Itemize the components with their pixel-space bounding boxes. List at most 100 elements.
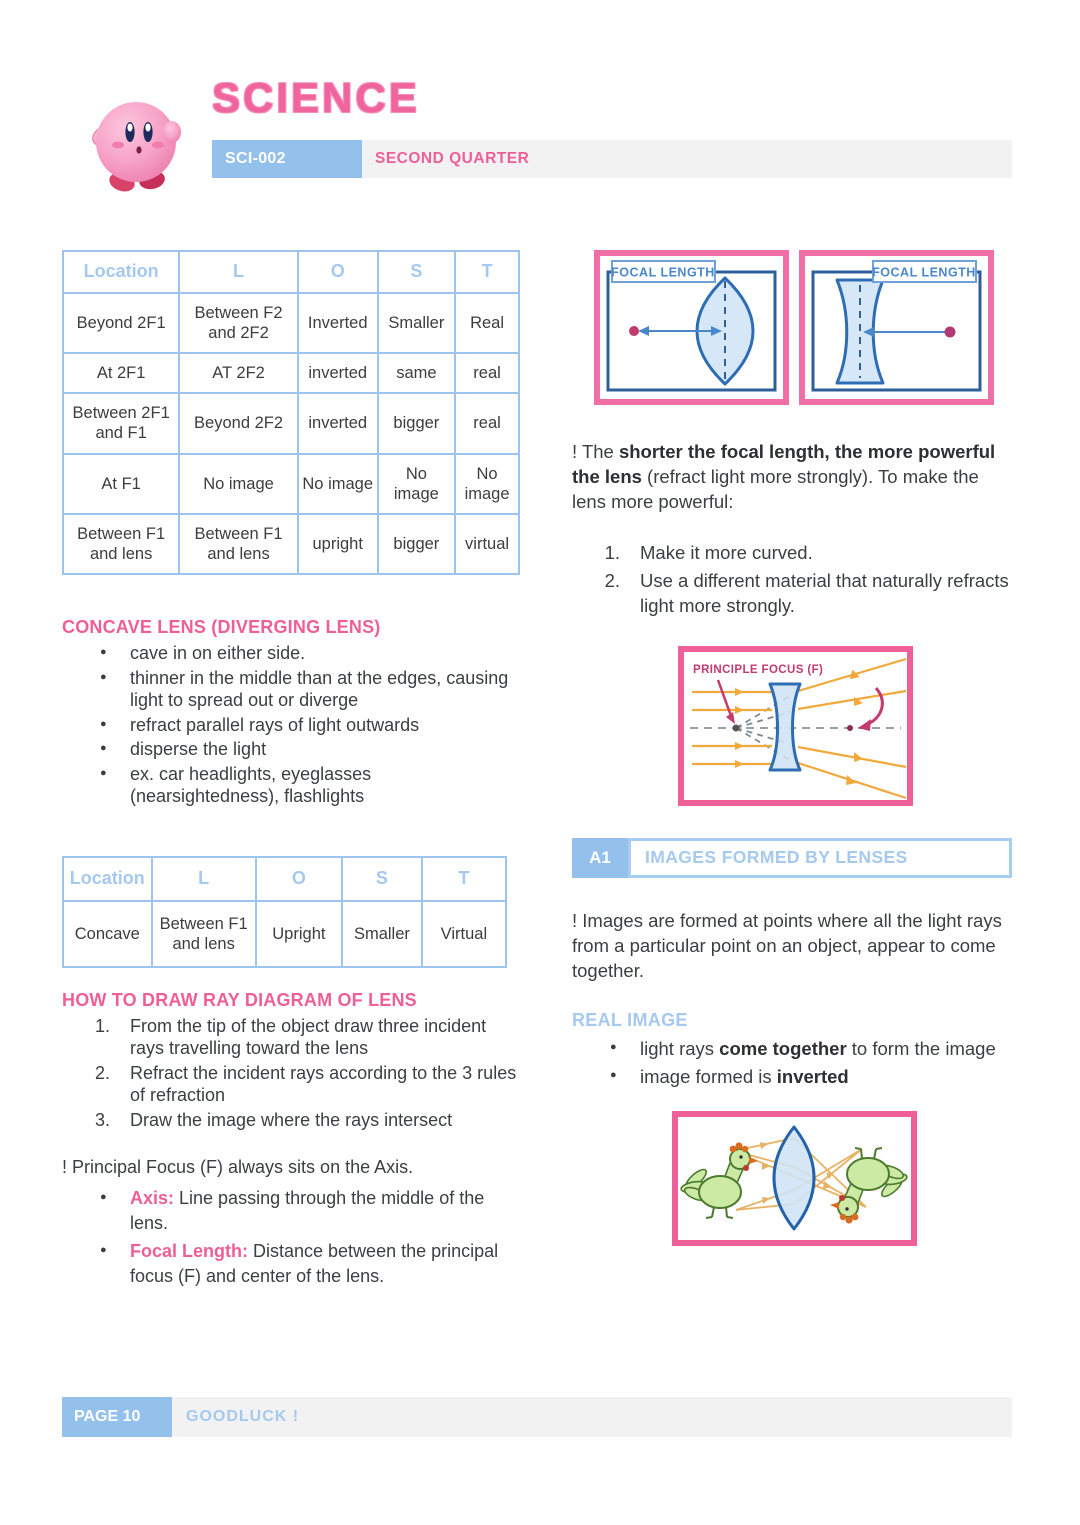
convex-lens-shape [772,1125,816,1231]
table-cell: Virtual [420,899,508,968]
left-column: Location L O S T Beyond 2F1 Between F2 a… [61,250,520,1291]
concave-lens-shape [835,278,885,385]
list-item: Draw the image where the rays intersect [80,1109,453,1131]
real-image-heading: REAL IMAGE [572,1010,688,1031]
ray-arrowhead [735,741,744,750]
table-cell: Between F2 and 2F2 [178,291,299,355]
ray-diagram-heading: HOW TO DRAW RAY DIAGRAM OF LENS [62,989,417,1010]
kirby-eye-highlight [127,123,133,132]
table-cell: Between F1 and lens [150,899,257,968]
list-item: From the tip of the object draw three in… [80,1015,487,1059]
page-number-badge: PAGE 10 [62,1397,172,1437]
concave-lens-focal-length-diagram: Focal Length [799,250,994,405]
convex-lens-image-table: Location L O S T Beyond 2F1 Between F2 a… [61,250,520,576]
table-cell: Beyond 2F2 [178,392,299,455]
kirby-right-cheek [152,141,164,149]
images-formed-intro: ! Images are formed at points where all … [572,909,1002,982]
table-header-cell: Location [62,855,153,902]
list-item: Use a different material that naturally … [590,568,1009,616]
course-code-badge: SCI-002 [212,140,362,178]
ray-arrowheads [760,1141,834,1204]
focal-length-diagrams-row: Focal Length Focal Length [594,250,1012,405]
table-cell: Between F1 and lens [61,512,181,576]
table-row: Concave Between F1 and lens Upright Smal… [62,899,508,968]
table-cell: Smaller [376,291,457,355]
table-cell: real [454,392,520,455]
table-row: At F1 No image No image No image No imag… [61,452,520,515]
table-cell: No image [178,452,299,515]
table-cell: Between F1 and lens [178,512,299,576]
list-item: Make it more curved. [590,540,813,565]
kirby-eye-highlight [145,123,151,132]
lens-power-steps: Make it more curved. Use a different mat… [572,540,1012,617]
table-cell: Real [454,291,520,355]
table-cell: virtual [454,512,520,576]
ray-diagram-steps: From the tip of the object draw three in… [62,1015,520,1132]
principle-focus-label: Principle Focus (F) [693,664,823,676]
concave-lens-bullet-list: cave in on either side. thinner in the m… [62,642,520,808]
table-header-cell: O [254,855,344,902]
list-item: disperse the light [62,738,520,761]
table-cell: Beyond 2F1 [61,291,181,355]
focal-point-dot [944,326,956,338]
table-header-cell: S [341,855,423,902]
table-cell: bigger [376,392,457,455]
arrowhead [726,711,735,724]
section-badge: A1 [572,837,628,878]
list-item: cave in on either side. [62,642,520,665]
bullet-text: light rays [640,1038,720,1060]
page-title: SCIENCE [212,74,420,121]
note-text: ! The [572,441,619,462]
table-row: Beyond 2F1 Between F2 and 2F2 Inverted S… [61,291,520,355]
kirby-left-cheek [112,141,124,149]
table-cell: Upright [254,899,344,968]
list-item: Focal Length: Distance between the princ… [62,1239,520,1289]
note-bold-text: shorter the focal length, the more power… [572,441,996,488]
quarter-label: SECOND QUARTER [362,140,1012,178]
ray-arrowhead [846,774,856,785]
definition-text: Distance between the principal focus (F)… [130,1241,499,1287]
table-cell: AT 2F2 [178,352,299,395]
table-row: Between 2F1 and F1 Beyond 2F2 inverted b… [61,392,520,455]
kirby-body [96,102,176,182]
real-image-diagram-wrap [672,1110,1012,1254]
concave-lens-shape [768,682,802,772]
section-title: IMAGES FORMED BY LENSES [628,837,1012,878]
concave-lens-heading: CONCAVE LENS (DIVERGING LENS) [62,617,381,638]
focal-length-label-box [872,260,977,283]
table-cell: upright [296,512,379,576]
table-cell: At F1 [61,452,181,515]
right-column: Focal Length Focal Length ! The shorter … [572,250,1012,1254]
real-image-bullet-list: light rays come together to form the ima… [572,1036,1012,1088]
diverging-ray [797,689,907,711]
concave-lens-image-table: Location L O S T Concave Between F1 and … [62,855,508,968]
convex-lens-shape [695,276,755,386]
table-header-cell: L [178,250,299,294]
table-cell: same [376,352,457,395]
ray-arrowhead [854,696,863,706]
list-item: ex. car headlights, eyeglasses (nearsigh… [62,763,520,808]
list-item: light rays come together to form the ima… [572,1036,1012,1061]
list-item: Axis: Line passing through the middle of… [62,1186,520,1236]
table-header-cell: Location [61,250,181,294]
diverging-ray [797,745,907,769]
focal-length-label-box [611,260,716,283]
focal-point-dot [629,326,639,336]
kirby-mascot-image [92,102,181,192]
table-cell: At 2F1 [61,352,181,395]
focal-length-label: Focal Length [611,266,715,280]
note-text: (refract light more strongly). To make t… [572,466,979,513]
bullet-text: image formed is [640,1065,777,1087]
principle-focus-diagram: Principle Focus (F) [678,645,913,806]
table-cell: Inverted [296,291,379,355]
table-header-row: Location L O S T [62,855,508,902]
table-header-cell: T [420,855,508,902]
table-cell: Smaller [341,899,423,968]
header-code-row: SCI-002 SECOND QUARTER [212,140,1012,178]
arrowhead-right [711,326,722,336]
table-cell: Between 2F1 and F1 [61,392,181,455]
table-row: At 2F1 AT 2F2 inverted same real [61,352,520,395]
table-cell: bigger [376,512,457,576]
table-header-cell: L [150,855,257,902]
